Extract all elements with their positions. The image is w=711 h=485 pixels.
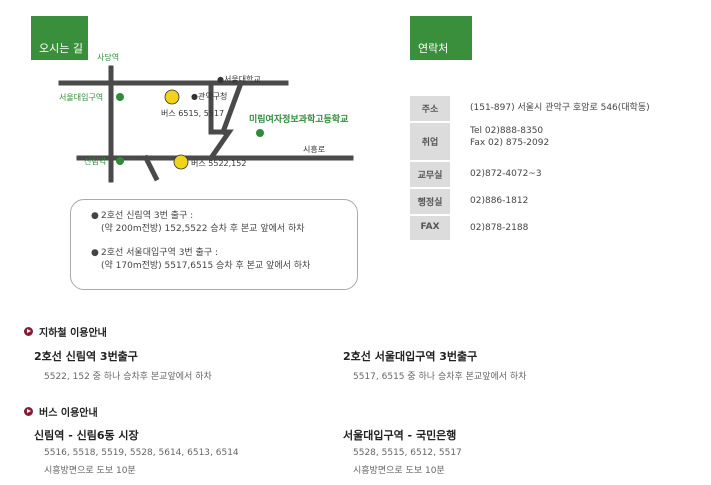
bus-route2-walk: 시흥방면으로 도보 10분 bbox=[353, 466, 445, 476]
info-line2: (약 200m전방) 152,5522 승차 후 본교 앞에서 하차 bbox=[101, 224, 305, 234]
bus-heading-text: 버스 이용안내 bbox=[39, 408, 98, 419]
bus-route1-walk: 시흥방면으로 도보 10분 bbox=[44, 466, 136, 476]
bus-route2-desc: 5528, 5515, 6512, 5517 bbox=[353, 448, 462, 458]
side-road bbox=[142, 154, 160, 182]
contact-row-admin: 행정실 02)886-1812 bbox=[410, 189, 710, 214]
line3-icon-bottom bbox=[116, 157, 124, 165]
job-label: 취업 bbox=[410, 123, 450, 160]
bus-top-label: 버스 6515, 5517 bbox=[161, 109, 225, 118]
route-map: 사당역 서울대입구역 신림역 ●서울대학교 ●관악구청 버스 6515, 551… bbox=[31, 53, 371, 190]
sillim-label: 신림역 bbox=[84, 157, 107, 166]
job-value: Tel 02)888-8350 Fax 02) 875-2092 bbox=[470, 123, 549, 160]
contact-row-address: 주소 (151-897) 서울시 관악구 호암로 546(대학동) bbox=[410, 96, 710, 121]
contact-row-job: 취업 Tel 02)888-8350 Fax 02) 875-2092 bbox=[410, 123, 710, 160]
diagonal-road bbox=[219, 79, 245, 136]
fax-label: FAX bbox=[410, 216, 450, 240]
info-line1: 2호선 서울대입구역 3번 출구 : bbox=[101, 248, 219, 258]
play-bullet-icon bbox=[24, 407, 33, 416]
bus-heading: 버스 이용안내 bbox=[24, 404, 98, 419]
subway-heading-text: 지하철 이용안내 bbox=[39, 328, 107, 339]
directions-info-box: ● 2호선 신림역 3번 출구 : (약 200m전방) 152,5522 승차… bbox=[70, 199, 358, 290]
gwanak-office-label: ●관악구청 bbox=[191, 92, 228, 101]
contact-row-teachers: 교무실 02)872-4072~3 bbox=[410, 162, 710, 187]
subway-route2-title: 2호선 서울대입구역 3번출구 bbox=[343, 350, 478, 363]
subway-route1-desc: 5522, 152 중 하나 승차후 본교앞에서 하차 bbox=[44, 372, 212, 382]
seoul-univ-label: ●서울대학교 bbox=[217, 75, 261, 84]
job-fax: Fax 02) 875-2092 bbox=[470, 138, 550, 148]
bus-stop-icon-bottom bbox=[173, 154, 189, 170]
admin-value: 02)886-1812 bbox=[470, 196, 529, 206]
bus-route1-title: 신림역 - 신림6동 시장 bbox=[34, 429, 139, 442]
subway-route1-title: 2호선 신림역 3번출구 bbox=[34, 350, 138, 363]
play-bullet-icon bbox=[24, 327, 33, 336]
sadang-label: 사당역 bbox=[97, 53, 120, 62]
contact-tab: 연락처 bbox=[410, 16, 472, 60]
fax-value: 02)878-2188 bbox=[470, 223, 529, 233]
directions-tab: 오시는 길 bbox=[31, 16, 88, 60]
map-roads bbox=[58, 65, 354, 183]
info-line1: 2호선 신림역 3번 출구 : bbox=[101, 211, 194, 221]
bus-route2-title: 서울대입구역 - 국민은행 bbox=[343, 429, 457, 442]
teachers-label: 교무실 bbox=[410, 162, 450, 187]
info-line2: (약 170m전방) 5517,6515 승차 후 본교 앞에서 하차 bbox=[101, 261, 311, 271]
address-label: 주소 bbox=[410, 96, 450, 121]
contact-table: 주소 (151-897) 서울시 관악구 호암로 546(대학동) 취업 Tel… bbox=[410, 96, 710, 242]
bus-route1-desc: 5516, 5518, 5519, 5528, 5614, 6513, 6514 bbox=[44, 448, 239, 458]
bus-stop-icon-top bbox=[164, 89, 180, 105]
bullet-icon: ● bbox=[91, 248, 99, 258]
bus-bottom-label: 버스 5522,152 bbox=[191, 159, 247, 168]
line3-icon-top bbox=[116, 93, 124, 101]
subway-heading: 지하철 이용안내 bbox=[24, 324, 107, 339]
info-item: ● 2호선 서울대입구역 3번 출구 : (약 170m전방) 5517,651… bbox=[91, 247, 357, 273]
siheung-label: 시흥로 bbox=[303, 145, 326, 154]
school-label: 미림여자정보과학고등학교 bbox=[249, 115, 349, 125]
subway-route2-desc: 5517, 6515 중 하나 승차후 본교앞에서 하차 bbox=[353, 372, 527, 382]
middle-road bbox=[207, 80, 234, 162]
teachers-value: 02)872-4072~3 bbox=[470, 169, 542, 179]
school-marker bbox=[256, 129, 264, 137]
address-value: (151-897) 서울시 관악구 호암로 546(대학동) bbox=[470, 103, 650, 113]
bullet-icon: ● bbox=[91, 211, 99, 221]
info-item: ● 2호선 신림역 3번 출구 : (약 200m전방) 152,5522 승차… bbox=[91, 210, 357, 236]
job-tel: Tel 02)888-8350 bbox=[470, 126, 544, 136]
seoul-univ-entrance-label: 서울대입구역 bbox=[59, 93, 104, 102]
admin-label: 행정실 bbox=[410, 189, 450, 214]
contact-row-fax: FAX 02)878-2188 bbox=[410, 216, 710, 240]
